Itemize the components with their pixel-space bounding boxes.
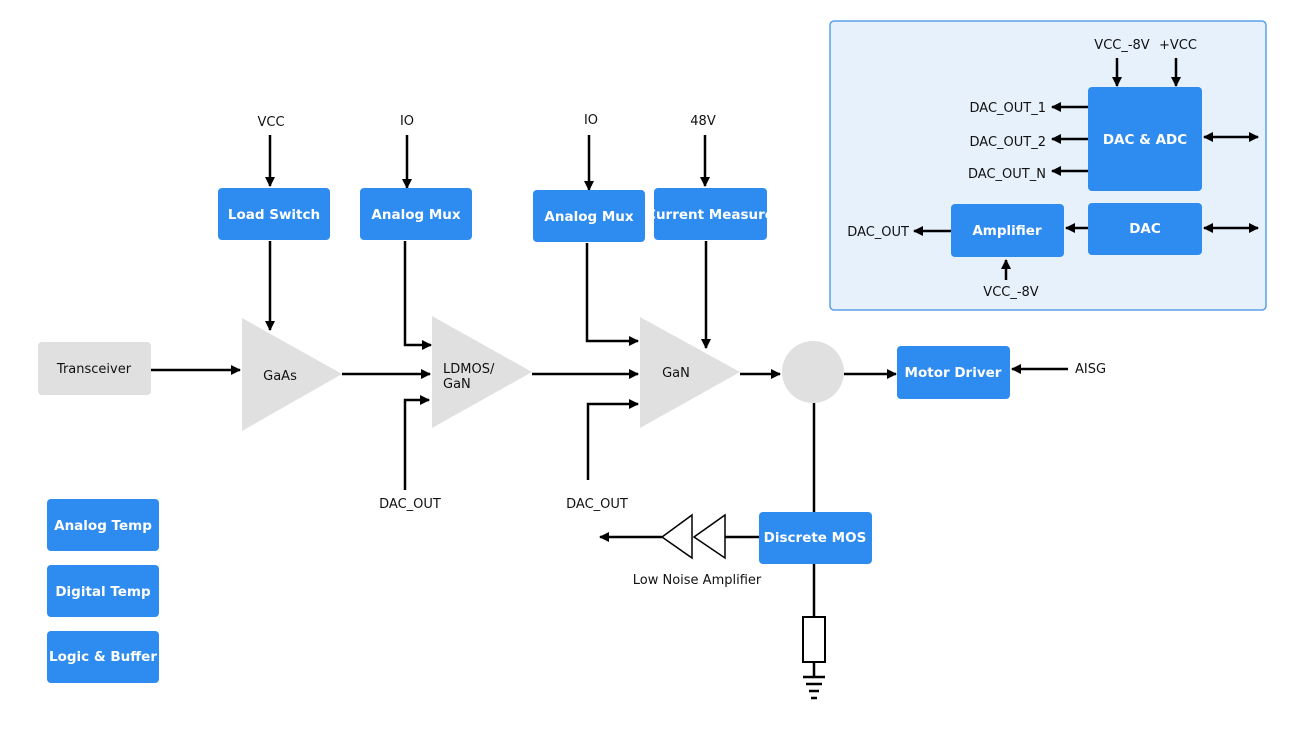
- dac-out-2-label: DAC_OUT_2: [970, 135, 1046, 150]
- lna-stage-1: [660, 513, 693, 560]
- dac-out-label-1: DAC_OUT: [379, 497, 441, 512]
- inset-plus-vcc-label: +VCC: [1159, 38, 1197, 53]
- analog-mux-block-2: [533, 190, 645, 242]
- gaas-amplifier: [242, 318, 342, 431]
- dac-out-label-2: DAC_OUT: [566, 497, 628, 512]
- inset-dac-out-label: DAC_OUT: [847, 225, 909, 240]
- mux1-to-ldmos-arrow: [403, 241, 432, 350]
- analog-mux-label-1: Analog Mux: [371, 207, 460, 223]
- mux2-to-gan-arrow: [585, 243, 639, 346]
- coupler-node: [782, 341, 844, 403]
- load-switch-label: Load Switch: [228, 207, 320, 223]
- analog-mux-label-2: Analog Mux: [544, 209, 633, 225]
- load-switch-block: [218, 188, 330, 240]
- gaas-label: GaAs: [263, 369, 297, 384]
- dac-block: [1088, 203, 1202, 255]
- analog-mux-block-1: [360, 188, 472, 240]
- dac-out-to-ldmos-arrow: [403, 395, 430, 490]
- vcc-label: VCC: [257, 115, 284, 130]
- logic-buffer-label: Logic & Buffer: [49, 649, 157, 665]
- current-measure-block: [654, 188, 767, 240]
- digital-temp-block: [47, 565, 159, 617]
- motor-driver-block: [897, 346, 1010, 399]
- lna-stage-2: [692, 513, 726, 560]
- current-measure-label: Current Measure: [646, 207, 774, 223]
- dac-out-n-label: DAC_OUT_N: [968, 167, 1046, 182]
- ldmos-label-line2: GaN: [443, 377, 471, 392]
- dac-out-1-label: DAC_OUT_1: [970, 101, 1046, 116]
- io-label-2: IO: [584, 113, 598, 128]
- digital-temp-label: Digital Temp: [55, 584, 151, 600]
- inset-amplifier-block: [951, 204, 1064, 257]
- ldmos-label-line1: LDMOS/: [443, 362, 495, 377]
- analog-temp-label: Analog Temp: [54, 518, 152, 534]
- 48v-label: 48V: [690, 114, 716, 129]
- discrete-mos-block: [759, 512, 872, 564]
- termination-resistor: [802, 616, 826, 663]
- logic-buffer-block: [47, 631, 159, 683]
- inset-amplifier-label: Amplifier: [972, 223, 1042, 239]
- dac-out-to-gan-arrow: [586, 399, 639, 480]
- ground-icon: [803, 675, 825, 700]
- transceiver-label: Transceiver: [56, 362, 132, 377]
- discrete-mos-label: Discrete MOS: [764, 530, 867, 546]
- dac-adc-block: [1088, 87, 1202, 191]
- dac-label: DAC: [1129, 221, 1161, 237]
- inset-vcc-neg8v-bottom-label: VCC_-8V: [983, 285, 1039, 300]
- io-label-1: IO: [400, 114, 414, 129]
- ldmos-gan-amplifier: [432, 316, 532, 428]
- aisg-label: AISG: [1075, 362, 1106, 377]
- analog-temp-block: [47, 499, 159, 551]
- dac-adc-label: DAC & ADC: [1103, 132, 1187, 148]
- transceiver-block: [38, 342, 151, 395]
- gan-amplifier: [640, 317, 740, 428]
- motor-driver-label: Motor Driver: [905, 365, 1002, 381]
- inset-vcc-neg8v-top-label: VCC_-8V: [1094, 38, 1150, 53]
- gan-label: GaN: [662, 366, 690, 381]
- lna-label: Low Noise Amplifier: [633, 573, 762, 588]
